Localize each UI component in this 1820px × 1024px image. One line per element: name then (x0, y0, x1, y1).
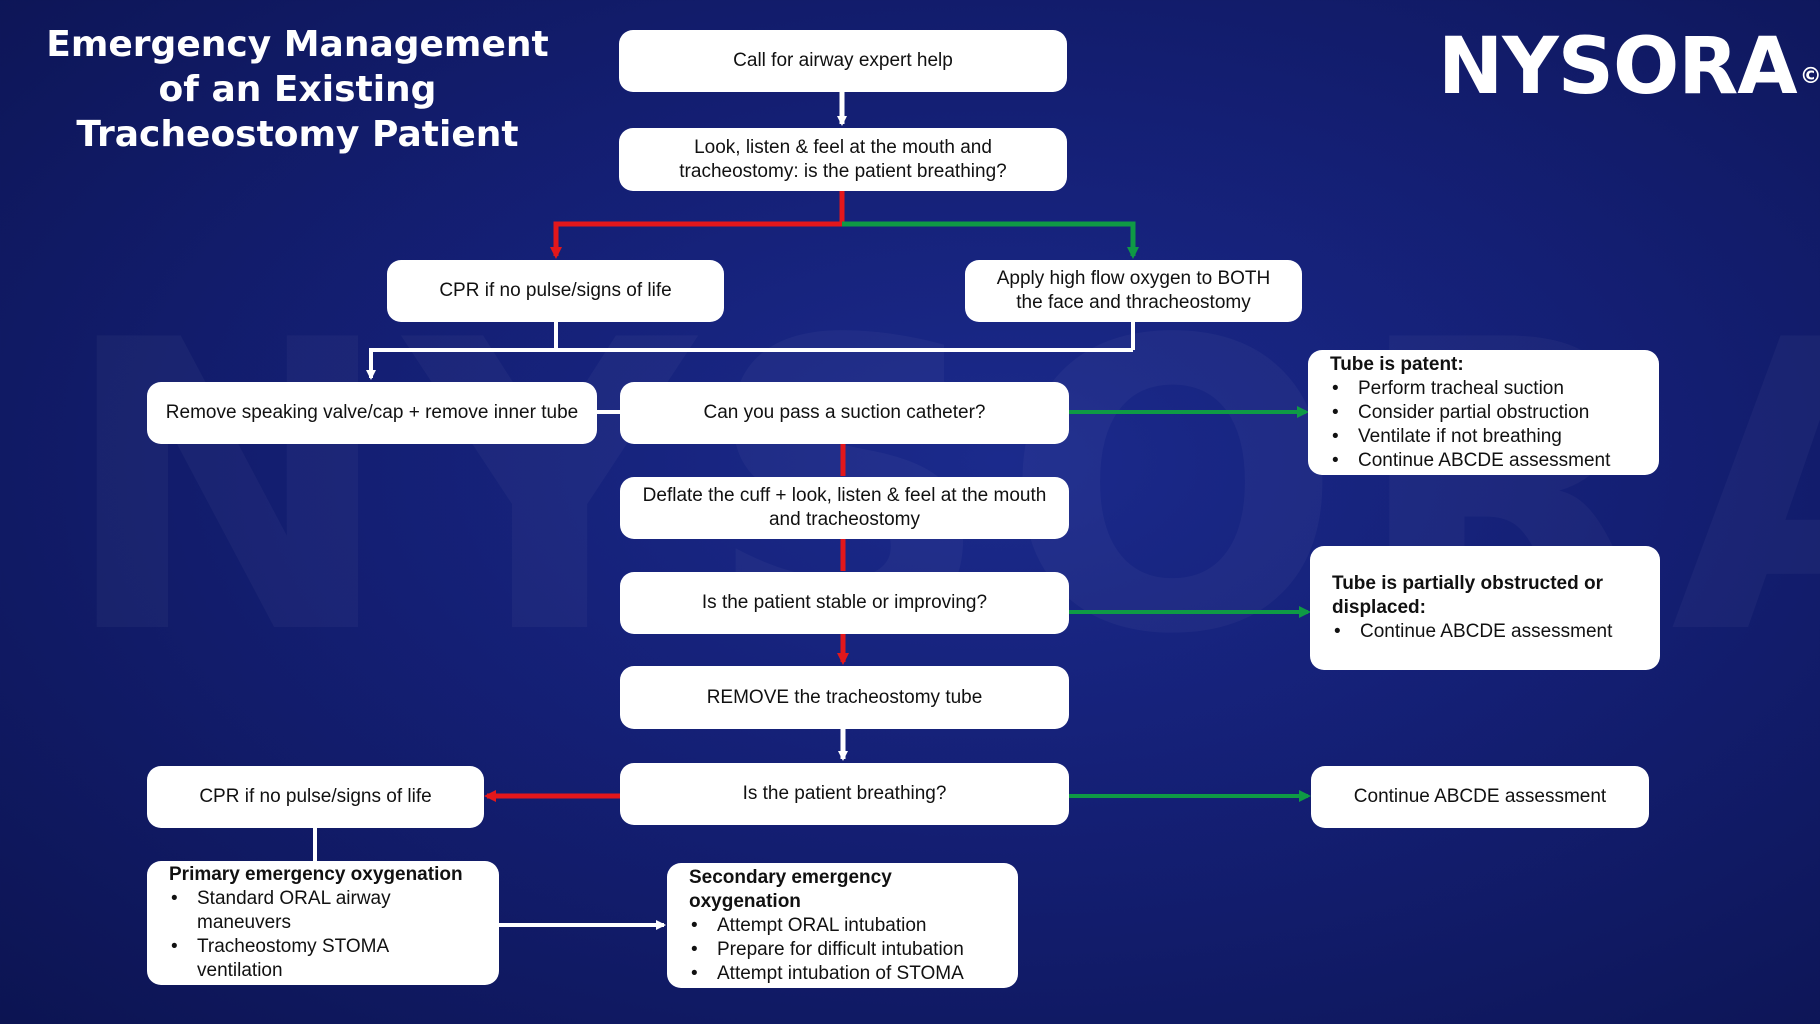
list-item: Ventilate if not breathing (1330, 425, 1637, 449)
primary-oxygenation-box: Primary emergency oxygenation Standard O… (147, 861, 499, 985)
tube-obstructed-heading: Tube is partially obstructed or displace… (1332, 573, 1603, 618)
remove-valve-box: Remove speaking valve/cap + remove inner… (147, 382, 597, 444)
connector-look-to-oxygen (842, 221, 1139, 259)
cpr-top-box: CPR if no pulse/signs of life (387, 260, 724, 322)
primary-oxygenation-heading: Primary emergency oxygenation (169, 864, 463, 885)
list-item: Prepare for difficult intubation (689, 938, 996, 962)
logo-text: NYSORA (1438, 22, 1798, 112)
list-item: Continue ABCDE assessment (1332, 620, 1638, 644)
list-item: Continue ABCDE assessment (1330, 449, 1637, 473)
tube-obstructed-list: Continue ABCDE assessment (1332, 620, 1638, 644)
deflate-cuff-text: Deflate the cuff + look, listen & feel a… (642, 485, 1047, 530)
tube-patent-list: Perform tracheal suction Consider partia… (1330, 377, 1637, 473)
page-title: Emergency Management of an Existing Trac… (46, 24, 549, 155)
look-listen-text: Look, listen & feel at the mouth and tra… (679, 136, 1007, 182)
breathing-question-box: Is the patient breathing? (620, 763, 1069, 825)
look-listen-box: Look, listen & feel at the mouth and tra… (619, 128, 1067, 191)
high-flow-oxygen-box: Apply high flow oxygen to BOTH the face … (965, 260, 1302, 322)
remove-tube-box: REMOVE the tracheostomy tube (620, 666, 1069, 729)
tube-patent-box: Tube is patent: Perform tracheal suction… (1308, 350, 1659, 475)
remove-tube-text: REMOVE the tracheostomy tube (706, 686, 983, 708)
primary-oxygenation-list: Standard ORAL airway maneuvers Tracheost… (169, 887, 477, 983)
breathing-question-text: Is the patient breathing? (742, 783, 947, 804)
continue-abcde-box: Continue ABCDE assessment (1311, 766, 1649, 828)
secondary-oxygenation-box: Secondary emergency oxygenation Attempt … (667, 863, 1018, 988)
continue-abcde-text: Continue ABCDE assessment (1353, 786, 1607, 807)
connector-merge-to-remove (366, 348, 1133, 380)
cpr-bottom-text: CPR if no pulse/signs of life (199, 786, 432, 807)
call-help-text: Call for airway expert help (733, 50, 953, 71)
tube-obstructed-box: Tube is partially obstructed or displace… (1310, 546, 1660, 670)
remove-valve-text: Remove speaking valve/cap + remove inner… (165, 402, 579, 423)
cpr-bottom-box: CPR if no pulse/signs of life (147, 766, 484, 828)
call-help-box: Call for airway expert help (619, 30, 1067, 92)
high-flow-oxygen-text: Apply high flow oxygen to BOTH the face … (996, 268, 1271, 313)
secondary-oxygenation-list: Attempt ORAL intubation Prepare for diff… (689, 914, 996, 986)
list-item: Attempt intubation of STOMA (689, 962, 996, 986)
suction-question-box: Can you pass a suction catheter? (620, 382, 1069, 444)
nysora-logo: NYSORA© (1438, 22, 1820, 112)
list-item: Perform tracheal suction (1330, 377, 1637, 401)
list-item: Attempt ORAL intubation (689, 914, 996, 938)
list-item: Consider partial obstruction (1330, 401, 1637, 425)
tube-patent-heading: Tube is patent: (1330, 353, 1464, 375)
stable-question-text: Is the patient stable or improving? (701, 592, 988, 613)
secondary-oxygenation-heading: Secondary emergency oxygenation (689, 866, 892, 912)
list-item: Standard ORAL airway maneuvers (169, 887, 477, 935)
cpr-top-text: CPR if no pulse/signs of life (439, 280, 672, 301)
suction-question-text: Can you pass a suction catheter? (703, 402, 986, 423)
copyright-mark: © (1799, 64, 1820, 89)
connector-look-to-cpr (550, 191, 845, 259)
list-item: Tracheostomy STOMA ventilation (169, 935, 477, 983)
stable-question-box: Is the patient stable or improving? (620, 572, 1069, 634)
deflate-cuff-box: Deflate the cuff + look, listen & feel a… (620, 477, 1069, 539)
